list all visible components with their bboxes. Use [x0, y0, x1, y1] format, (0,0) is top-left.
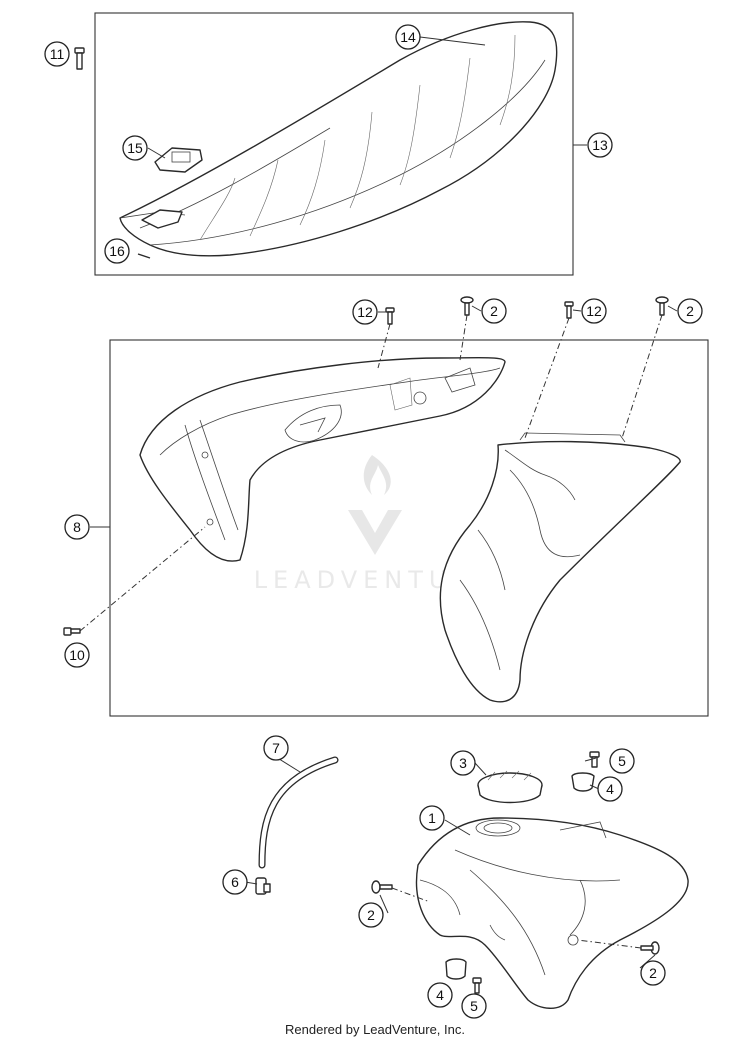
bolt-5-bottom-part[interactable] — [472, 977, 482, 994]
callout-2-tank-right: 2 — [640, 960, 666, 986]
rivet-2-left-part[interactable] — [460, 296, 474, 316]
callout-4-top: 4 — [597, 776, 623, 802]
callout-6: 6 — [222, 869, 248, 895]
svg-text:1: 1 — [428, 810, 436, 826]
svg-text:6: 6 — [231, 874, 239, 890]
svg-text:2: 2 — [649, 965, 657, 981]
callout-16: 16 — [104, 238, 130, 264]
callout-2-shroud-right: 2 — [677, 298, 703, 324]
callout-15: 15 — [122, 135, 148, 161]
callout-13: 13 — [587, 132, 613, 158]
svg-text:2: 2 — [367, 907, 375, 923]
fuel-tank-part[interactable] — [415, 817, 689, 1009]
svg-text:14: 14 — [400, 29, 416, 45]
svg-text:8: 8 — [73, 519, 81, 535]
callout-3: 3 — [450, 750, 476, 776]
svg-text:15: 15 — [127, 140, 143, 156]
svg-text:5: 5 — [618, 753, 626, 769]
seat-group-box — [94, 12, 574, 276]
callout-11: 11 — [44, 41, 70, 67]
callout-10: 10 — [64, 642, 90, 668]
svg-text:11: 11 — [50, 46, 65, 62]
seat-pin-part[interactable] — [137, 253, 151, 259]
screw-12-right-part[interactable] — [564, 301, 574, 319]
svg-text:2: 2 — [686, 303, 694, 319]
seat-part[interactable] — [119, 21, 558, 257]
grommet-4-bottom-part[interactable] — [445, 958, 467, 980]
svg-text:4: 4 — [606, 781, 614, 797]
rivet-2-right-part[interactable] — [655, 296, 669, 316]
callout-14: 14 — [395, 24, 421, 50]
callout-12-right: 12 — [581, 298, 607, 324]
callout-12-left: 12 — [352, 299, 378, 325]
shroud-group-box — [109, 339, 709, 717]
svg-text:3: 3 — [459, 755, 467, 771]
fuel-hose-part[interactable] — [258, 756, 339, 869]
left-side-panel-part[interactable] — [139, 356, 506, 562]
callout-5-top: 5 — [609, 748, 635, 774]
bolt-11-part[interactable] — [74, 47, 85, 70]
svg-text:7: 7 — [272, 740, 280, 756]
screw-12-left-part[interactable] — [385, 307, 395, 325]
callout-4-bottom: 4 — [427, 982, 453, 1008]
hose-clip-part[interactable] — [255, 877, 271, 895]
svg-text:5: 5 — [470, 998, 478, 1014]
right-side-panel-part[interactable] — [439, 432, 681, 703]
fuel-cap-part[interactable] — [477, 770, 543, 804]
footer-credit: Rendered by LeadVenture, Inc. — [285, 1022, 465, 1037]
callout-2-tank-left: 2 — [358, 902, 384, 928]
callout-2-shroud-left: 2 — [481, 298, 507, 324]
svg-text:12: 12 — [357, 304, 373, 320]
svg-text:10: 10 — [69, 647, 85, 663]
callout-5-bottom: 5 — [461, 993, 487, 1019]
grommet-4-top-part[interactable] — [571, 772, 595, 792]
svg-text:13: 13 — [592, 137, 608, 153]
callout-1: 1 — [419, 805, 445, 831]
callout-7: 7 — [263, 735, 289, 761]
rivet-2-tank-right-part[interactable] — [640, 941, 660, 955]
svg-text:2: 2 — [490, 303, 498, 319]
bolt-5-top-part[interactable] — [589, 751, 600, 768]
screw-10-part[interactable] — [63, 627, 81, 636]
callout-8: 8 — [64, 514, 90, 540]
svg-text:4: 4 — [436, 987, 444, 1003]
seat-latch-part[interactable] — [141, 147, 203, 229]
rivet-2-tank-left-part[interactable] — [371, 880, 393, 894]
svg-text:16: 16 — [109, 243, 125, 259]
svg-text:12: 12 — [586, 303, 602, 319]
